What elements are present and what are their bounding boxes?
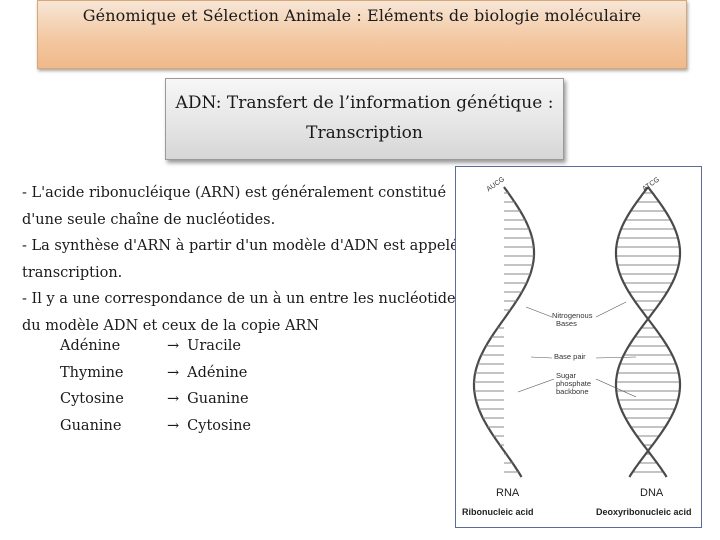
- rna-base: Cytosine: [187, 417, 251, 434]
- paragraph-2-line-1: - La synthèse d'ARN à partir d'un modèle…: [22, 238, 468, 254]
- label-pointer-line: [595, 378, 637, 398]
- rna-base-with-arrow: → Uracile: [167, 338, 241, 354]
- arrow-right-icon: →: [167, 391, 180, 407]
- rna-base-with-arrow: → Adénine: [167, 365, 247, 381]
- dna-base: Cytosine: [60, 391, 124, 407]
- label-pointer-line: [517, 378, 555, 393]
- rna-label: RNA: [496, 487, 520, 499]
- dna-backbone-strand-2: [614, 186, 682, 478]
- rna-base: Uracile: [187, 338, 241, 354]
- helix-illustration: [472, 186, 682, 478]
- subtitle-box: ADN: Transfert de l’information génétiqu…: [165, 78, 564, 160]
- subtitle-line-2: Transcription: [306, 123, 423, 143]
- paragraph-1-line-2: d'une seule chaîne de nucléotides.: [22, 211, 276, 228]
- rna-full-name: Ribonucleic acid: [462, 507, 534, 517]
- label-bases-line-2: Bases: [556, 319, 577, 328]
- dna-full-name: Deoxyribonucleic acid: [596, 507, 692, 517]
- dna-backbone-strand-1: [614, 186, 682, 478]
- rna-base-with-arrow: → Cytosine: [167, 418, 251, 434]
- label-pointer-line: [595, 356, 637, 359]
- dna-label: DNA: [640, 487, 664, 499]
- paragraph-2-line-2: transcription.: [22, 264, 123, 281]
- label-bases-line-1: Nitrogenous: [552, 311, 593, 320]
- rna-base: Adénine: [187, 364, 248, 381]
- label-backbone-line-2: phosphate: [556, 379, 592, 388]
- paragraph-1-line-1: - L'acide ribonucléique (ARN) est généra…: [22, 185, 447, 201]
- label-pointer-line: [530, 356, 553, 359]
- arrow-right-icon: →: [167, 338, 180, 354]
- rna-dna-figure: AUCG ATCG Nitrogenous Bases Base pair Su…: [455, 166, 702, 528]
- paragraph-3-line-1: - Il y a une correspondance de un à un e…: [22, 291, 464, 307]
- label-backbone-line-3: backbone: [556, 387, 589, 396]
- page-title: Génomique et Sélection Animale : Elément…: [82, 6, 642, 25]
- arrow-right-icon: →: [167, 364, 180, 381]
- rna-base-with-arrow: → Guanine: [167, 391, 249, 407]
- rna-backbone-strand: [472, 186, 536, 478]
- label-pointer-line: [595, 301, 627, 318]
- dna-base: Thymine: [60, 364, 124, 381]
- subtitle-line-1: ADN: Transfert de l’information génétiqu…: [175, 93, 554, 113]
- label-backbone-line-1: Sugar: [556, 371, 577, 380]
- label-base-pair: Base pair: [554, 352, 586, 361]
- dna-base: Adénine: [60, 338, 121, 354]
- dna-base: Guanine: [60, 417, 122, 434]
- body-text: - L'acide ribonucléique (ARN) est généra…: [22, 180, 468, 339]
- rna-base: Guanine: [187, 391, 249, 407]
- arrow-right-icon: →: [167, 417, 180, 434]
- paragraph-3-line-2: du modèle ADN et ceux de la copie ARN: [22, 317, 320, 334]
- title-banner: Génomique et Sélection Animale : Elément…: [37, 0, 687, 69]
- label-pointer-line: [525, 306, 553, 318]
